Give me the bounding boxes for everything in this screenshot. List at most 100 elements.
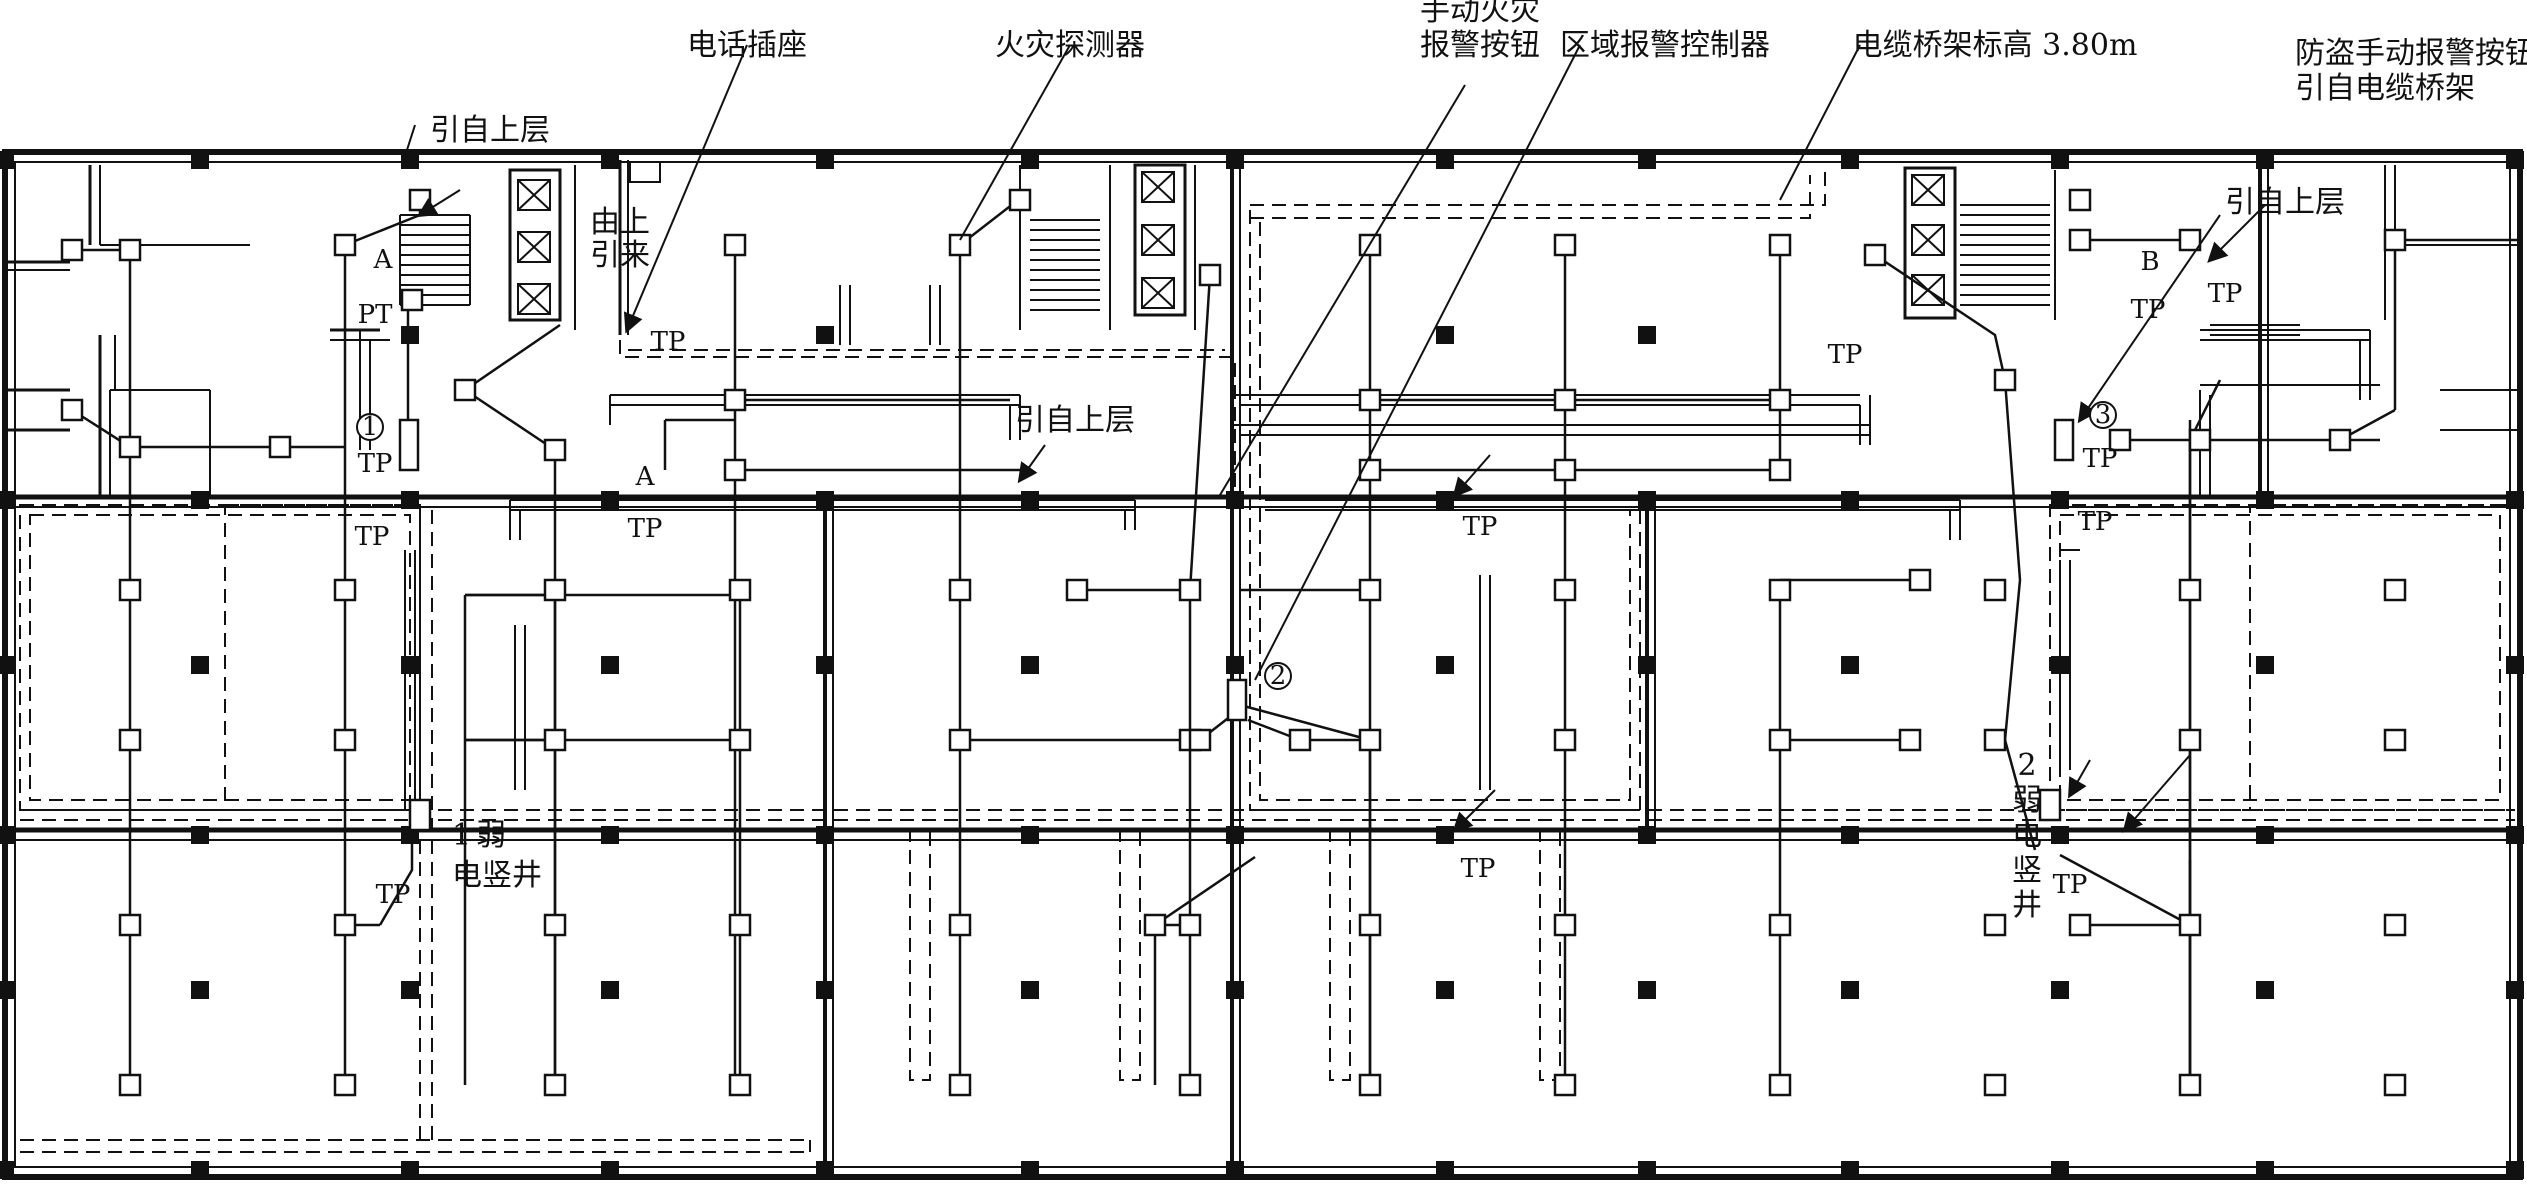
- column-marker: [2506, 151, 2524, 169]
- fire-detector-symbol: [2188, 428, 2212, 452]
- column-marker: [1436, 826, 1454, 844]
- column-marker: [2256, 491, 2274, 509]
- column-marker: [191, 491, 209, 509]
- fire-detector-symbol: [543, 913, 567, 937]
- circle-2-label: 2: [1270, 661, 1287, 691]
- column-marker: [401, 151, 419, 169]
- column-marker: [1638, 151, 1656, 169]
- column-marker: [1021, 151, 1039, 169]
- column-marker: [1226, 151, 1244, 169]
- column-marker: [1226, 1161, 1244, 1179]
- column-marker: [2051, 656, 2069, 674]
- fire-detector-symbol: [2383, 1073, 2407, 1097]
- shaft1-label-a: 弱: [476, 818, 506, 853]
- fire-detector-symbol: [333, 913, 357, 937]
- column-marker: [816, 1161, 834, 1179]
- column-marker: [601, 1161, 619, 1179]
- fire-detector-symbol: [723, 388, 747, 412]
- fire-detector-symbol: [728, 728, 752, 752]
- fire-detector-symbol: [1143, 913, 1167, 937]
- column-marker: [2506, 491, 2524, 509]
- fire-detector-symbol: [723, 233, 747, 257]
- column-marker: [191, 981, 209, 999]
- fire-detector-symbol: [1358, 578, 1382, 602]
- fire-detector-symbol: [2383, 228, 2407, 252]
- column-marker: [401, 491, 419, 509]
- fire-detector-symbol: [1358, 1073, 1382, 1097]
- fire-detector-symbol: [1553, 728, 1577, 752]
- fire-detector-symbol: [543, 438, 567, 462]
- shaft1-number: 1: [452, 818, 471, 853]
- fire-detector-symbol: [728, 578, 752, 602]
- fire-detector-symbol: [1768, 578, 1792, 602]
- column-marker: [0, 151, 14, 169]
- fire-detector-symbol: [1768, 728, 1792, 752]
- column-marker: [2506, 1161, 2524, 1179]
- column-marker: [1841, 151, 1859, 169]
- label-pt: PT: [358, 300, 393, 330]
- column-marker: [2256, 826, 2274, 844]
- fire-detector-symbol: [1553, 388, 1577, 412]
- fire-detector-symbol: [1288, 728, 1312, 752]
- fire-detector-symbol: [948, 1073, 972, 1097]
- fire-detector-symbol: [2178, 728, 2202, 752]
- fire-detector-symbol: [2178, 228, 2202, 252]
- fire-detector-symbol: [2383, 913, 2407, 937]
- fire-detector-symbol: [1908, 568, 1932, 592]
- fire-detector-symbol: [1553, 458, 1577, 482]
- column-marker: [401, 981, 419, 999]
- fire-detector-symbol: [948, 233, 972, 257]
- fire-detector-symbol: [1553, 1073, 1577, 1097]
- fire-detector-symbol: [1358, 913, 1382, 937]
- label-phone-socket: 电话插座: [687, 28, 807, 63]
- fire-detector-symbol: [1008, 188, 1032, 212]
- shaft2-label-b: 电: [2012, 818, 2042, 853]
- column-marker: [1436, 1161, 1454, 1179]
- fire-detector-symbol: [1983, 728, 2007, 752]
- label-cable-tray: 电缆桥架标高 3.80m: [1853, 28, 2138, 63]
- column-marker: [1021, 491, 1039, 509]
- column-marker: [2051, 151, 2069, 169]
- column-marker: [1638, 981, 1656, 999]
- label-anti-theft-line1: 防盗手动报警按钮: [2295, 36, 2527, 71]
- column-marker: [191, 656, 209, 674]
- column-marker: [2051, 1161, 2069, 1179]
- column-marker: [1021, 656, 1039, 674]
- column-marker: [601, 981, 619, 999]
- column-marker: [2256, 656, 2274, 674]
- tp-label: TP: [651, 327, 686, 357]
- label-a-left: A: [373, 245, 394, 275]
- column-marker: [1021, 981, 1039, 999]
- column-marker: [1841, 981, 1859, 999]
- fire-detector-symbol: [543, 578, 567, 602]
- column-marker: [816, 981, 834, 999]
- column-marker: [601, 656, 619, 674]
- column-marker: [1436, 656, 1454, 674]
- label-anti-theft-line2: 引自电缆桥架: [2295, 71, 2475, 106]
- column-marker: [2256, 151, 2274, 169]
- controller-index-circles: 1 2 3: [356, 400, 2117, 691]
- fire-detector-symbol: [60, 398, 84, 422]
- circle-1-label: 1: [362, 412, 379, 442]
- fire-detector-symbol: [948, 913, 972, 937]
- fire-detector-symbol: [1768, 913, 1792, 937]
- column-marker: [1021, 826, 1039, 844]
- label-manual-alarm-line2: 报警按钮: [1420, 28, 1540, 63]
- circle-3-label: 3: [2095, 400, 2112, 430]
- fire-detector-symbol: [543, 728, 567, 752]
- fire-detector-symbol: [1768, 458, 1792, 482]
- label-manual-alarm-line1: 手动火灾: [1420, 0, 1540, 28]
- column-marker: [816, 151, 834, 169]
- structural-columns: [0, 151, 2524, 1179]
- fire-detector-symbol: [118, 578, 142, 602]
- fire-detector-symbol: [948, 728, 972, 752]
- fire-detector-symbol: [543, 1073, 567, 1097]
- tp-label: TP: [355, 522, 390, 552]
- tp-label: TP: [2083, 444, 2118, 474]
- fire-detector-symbol: [2178, 1073, 2202, 1097]
- column-marker: [1638, 1161, 1656, 1179]
- column-marker: [1226, 491, 1244, 509]
- column-marker: [601, 826, 619, 844]
- fire-detector-symbol: [1898, 728, 1922, 752]
- column-marker: [2506, 656, 2524, 674]
